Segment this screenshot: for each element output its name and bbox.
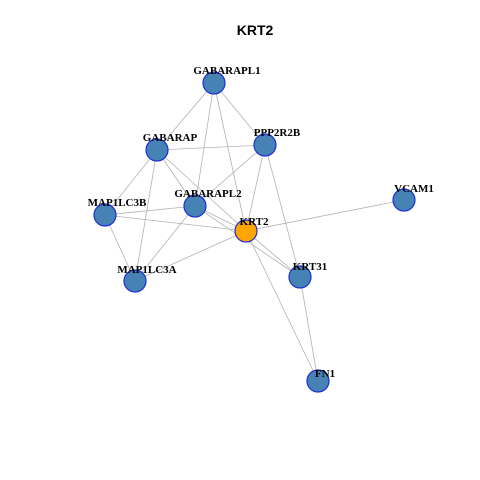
node-label-gabarapl1: GABARAPL1	[193, 65, 260, 77]
edge-gabarap-map1lc3b	[104, 149, 158, 216]
edge-ppp2r2b-krt2	[245, 144, 266, 232]
node-label-krt2: KRT2	[240, 216, 269, 228]
edge-gabarap-map1lc3a	[134, 149, 158, 282]
edge-krt2-fn1	[245, 230, 319, 382]
graph-title: KRT2	[237, 22, 274, 38]
edge-krt2-vcam1	[245, 199, 405, 232]
node-label-gabarap: GABARAP	[143, 132, 198, 144]
node-label-fn1: FN1	[315, 368, 335, 380]
node-label-krt31: KRT31	[293, 261, 327, 273]
node-gabarapl2[interactable]	[183, 194, 207, 218]
edge-krt31-fn1	[299, 276, 319, 382]
edge-map1lc3b-gabarapl2	[104, 205, 196, 216]
node-label-map1lc3a: MAP1LC3A	[117, 264, 176, 276]
edge-gabarapl2-map1lc3a	[134, 205, 196, 282]
node-map1lc3b[interactable]	[93, 203, 117, 227]
edge-map1lc3b-map1lc3a	[104, 214, 136, 282]
node-krt31[interactable]	[288, 265, 312, 289]
edge-gabarap-krt2	[156, 149, 247, 232]
edge-gabarapl1-gabarapl2	[194, 82, 215, 207]
node-fn1[interactable]	[306, 369, 330, 393]
edge-map1lc3b-krt2	[104, 214, 247, 232]
edge-gabarapl1-krt2	[213, 82, 247, 232]
node-map1lc3a[interactable]	[123, 269, 147, 293]
node-label-ppp2r2b: PPP2R2B	[254, 127, 301, 139]
node-layer	[93, 71, 416, 393]
edge-gabarapl1-ppp2r2b	[213, 82, 266, 146]
edge-ppp2r2b-gabarapl2	[194, 144, 266, 207]
node-krt2[interactable]	[234, 219, 258, 243]
edge-krt2-krt31	[245, 230, 301, 278]
node-label-gabarapl2: GABARAPL2	[174, 188, 242, 200]
node-label-vcam1: VCAM1	[394, 183, 434, 195]
node-ppp2r2b[interactable]	[253, 133, 277, 157]
node-label-map1lc3b: MAP1LC3B	[88, 197, 147, 209]
node-gabarapl1[interactable]	[202, 71, 226, 95]
edge-gabarapl1-gabarap	[156, 82, 215, 151]
node-vcam1[interactable]	[392, 188, 416, 212]
node-gabarap[interactable]	[145, 138, 169, 162]
edge-gabarap-ppp2r2b	[156, 144, 266, 151]
edge-ppp2r2b-krt31	[264, 144, 301, 278]
edge-krt2-map1lc3a	[134, 230, 247, 282]
